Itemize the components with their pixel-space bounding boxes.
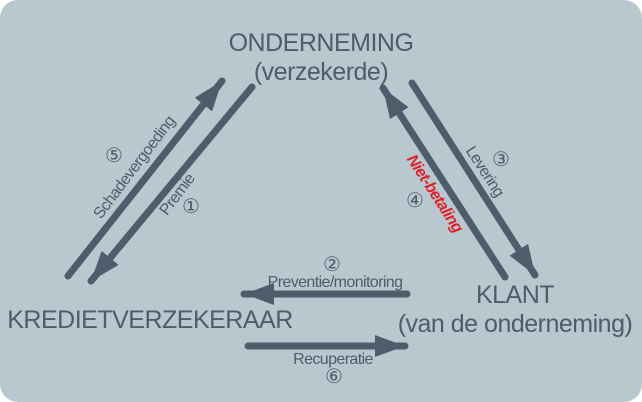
node-onderneming: ONDERNEMING (verzekerde) [229,29,414,87]
edge-label-recuperatie: Recuperatie [293,351,373,368]
node-onderneming-title: ONDERNEMING [228,29,414,57]
edge-label-preventie-monitoring: Preventie/monitoring [267,274,403,291]
edge-number-6: ⑥ [325,364,343,388]
edge-number-3: ③ [492,147,510,171]
edge-number-2: ② [323,252,341,276]
arrow-levering [408,79,539,279]
edge-number-5: ⑤ [105,143,123,167]
arrow-niet-betaling [379,84,509,281]
arrow-premie [87,83,256,285]
edge-number-1: ① [182,194,200,218]
node-klant-title: KLANT [475,281,555,309]
node-kredietverzekeraar: KREDIETVERZEKERAAR [7,306,293,335]
edge-number-4: ④ [406,188,424,212]
node-klant-subtitle: (van de onderneming) [397,310,633,338]
arrow-schadevergoeding [64,77,226,280]
node-klant: KLANT (van de onderneming) [398,281,633,339]
node-onderneming-subtitle: (verzekerde) [253,58,389,86]
node-kredietverzekeraar-title: KREDIETVERZEKERAAR [7,306,293,334]
